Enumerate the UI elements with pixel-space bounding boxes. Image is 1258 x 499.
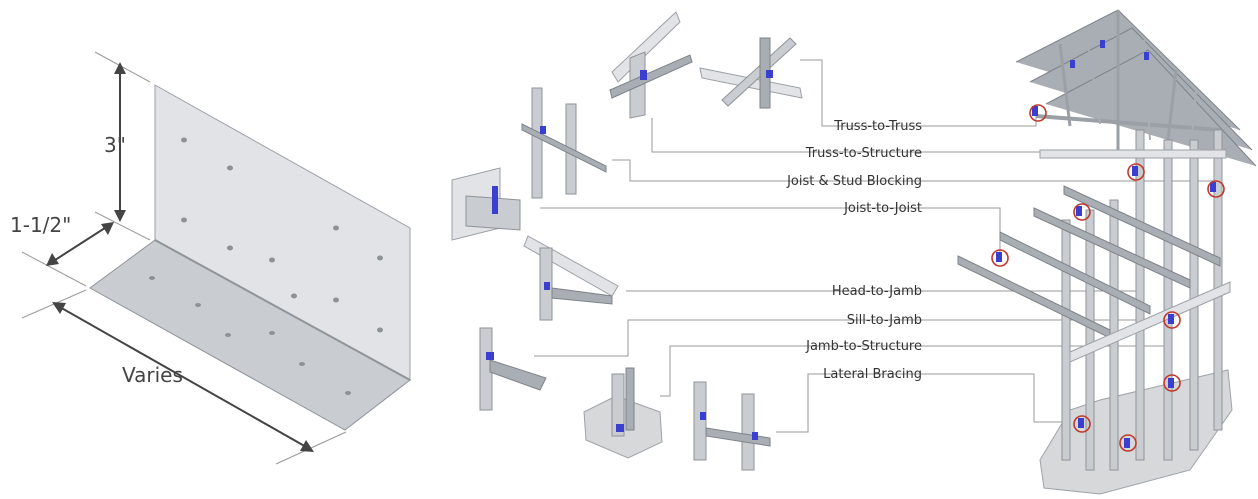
length-dimension-label: Varies [122, 363, 183, 387]
steel-frame-building [957, 9, 1257, 495]
label-joist-to-joist: Joist-to-Joist [843, 201, 922, 216]
dim-extension-low [21, 251, 87, 287]
highlight-rings [991, 104, 1225, 452]
floor-joists [957, 149, 1231, 363]
jamb-to-structure-detail [583, 367, 663, 459]
lateral-bracing-detail [693, 381, 771, 471]
roof-trusses [1015, 9, 1257, 167]
label-truss-to-structure: Truss-to-Structure [805, 146, 922, 161]
detail-sketches [451, 11, 803, 471]
height-dimension-label: 3" [104, 133, 126, 157]
head-to-jamb-detail [523, 235, 619, 321]
label-truss-to-truss: Truss-to-Truss [833, 119, 922, 134]
label-jamb-to-structure: Jamb-to-Structure [805, 339, 922, 354]
sill-to-jamb-detail [479, 327, 547, 411]
flange-dimension-label: 1-1/2" [10, 213, 71, 237]
frame-clips [996, 40, 1216, 448]
application-labels: Truss-to-Truss Truss-to-Structure Joist … [786, 119, 922, 382]
clip-holes [149, 137, 383, 395]
angle-clip-illustration: 3" 1-1/2" Varies [10, 51, 411, 465]
flange-dimension-arrow [51, 225, 109, 263]
truss-to-structure-detail [609, 11, 693, 119]
label-sill-to-jamb: Sill-to-Jamb [847, 313, 922, 328]
label-head-to-jamb: Head-to-Jamb [832, 284, 922, 299]
joist-stud-blocking-detail [521, 87, 607, 199]
length-dimension-arrow [57, 305, 309, 449]
dim-extension-mid [94, 211, 151, 241]
label-lateral-bracing: Lateral Bracing [823, 367, 922, 382]
truss-to-truss-detail [699, 37, 803, 109]
joist-to-joist-detail [451, 167, 521, 241]
label-joist-stud-blocking: Joist & Stud Blocking [786, 174, 922, 189]
